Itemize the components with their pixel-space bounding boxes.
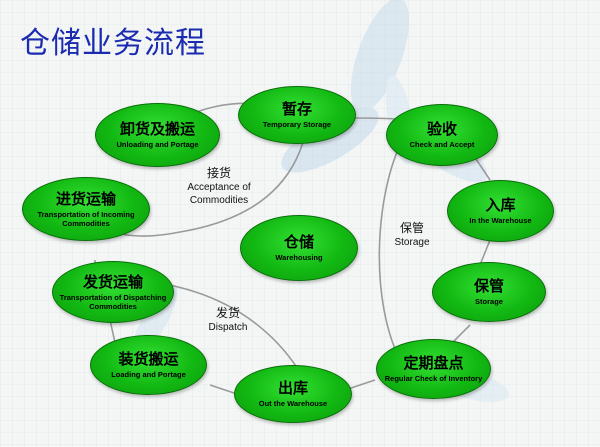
label-acceptance-en: Acceptance of Commodities — [187, 182, 251, 206]
label-dispatch-en: Dispatch — [208, 322, 248, 333]
node-check-accept: 验收 Check and Accept — [386, 104, 498, 166]
node-storage-zh: 保管 — [473, 277, 504, 295]
node-out-warehouse-zh: 出库 — [277, 379, 308, 397]
node-warehousing: 仓储 Warehousing — [240, 215, 358, 281]
node-transport-incoming-en: Transportation of Incoming Commodities — [37, 209, 135, 228]
node-loading-en: Loading and Portage — [111, 370, 186, 379]
label-storage-group: 保管 Storage — [387, 220, 437, 249]
node-in-warehouse-zh: 入库 — [485, 196, 516, 214]
label-acceptance-zh: 接货 — [206, 166, 231, 180]
node-transport-incoming-zh: 进货运输 — [55, 189, 116, 208]
node-transport-dispatching-zh: 发货运输 — [82, 272, 143, 291]
node-warehousing-en: Warehousing — [275, 253, 323, 262]
label-storage-group-en: Storage — [394, 237, 430, 248]
node-transport-dispatching-en: Transportation of Dispatching Commoditie… — [59, 292, 167, 311]
node-loading-zh: 装货搬运 — [118, 350, 179, 368]
node-unloading-en: Unloading and Portage — [116, 140, 199, 149]
node-storage: 保管 Storage — [432, 262, 546, 322]
label-dispatch: 发货 Dispatch — [200, 305, 256, 334]
label-storage-group-zh: 保管 — [399, 221, 424, 235]
node-warehousing-zh: 仓储 — [283, 233, 314, 251]
page-title: 仓储业务流程 — [20, 26, 206, 61]
node-regular-check-zh: 定期盘点 — [403, 354, 464, 372]
node-transport-incoming: 进货运输 Transportation of Incoming Commodit… — [22, 177, 150, 241]
storage-arc — [378, 144, 401, 361]
node-in-warehouse: 入库 In the Warehouse — [447, 180, 554, 242]
node-unloading-zh: 卸货及搬运 — [119, 120, 195, 138]
node-regular-check: 定期盘点 Regular Check of Inventory — [376, 339, 491, 399]
node-out-warehouse: 出库 Out the Warehouse — [234, 365, 352, 423]
node-storage-en: Storage — [475, 297, 503, 306]
right-link-2 — [479, 239, 491, 266]
node-in-warehouse-en: In the Warehouse — [469, 216, 532, 225]
label-acceptance: 接货 Acceptance of Commodities — [180, 165, 258, 207]
node-loading: 装货搬运 Loading and Portage — [90, 335, 207, 395]
node-temporary-storage: 暂存 Temporary Storage — [238, 86, 356, 144]
node-regular-check-en: Regular Check of Inventory — [384, 374, 483, 383]
node-check-accept-zh: 验收 — [426, 120, 457, 138]
node-temporary-storage-zh: 暂存 — [281, 100, 312, 118]
node-temporary-storage-en: Temporary Storage — [262, 120, 332, 129]
node-out-warehouse-en: Out the Warehouse — [258, 399, 328, 408]
node-unloading: 卸货及搬运 Unloading and Portage — [95, 103, 220, 167]
label-dispatch-zh: 发货 — [215, 306, 240, 320]
node-check-accept-en: Check and Accept — [409, 140, 475, 149]
node-transport-dispatching: 发货运输 Transportation of Dispatching Commo… — [52, 261, 174, 323]
